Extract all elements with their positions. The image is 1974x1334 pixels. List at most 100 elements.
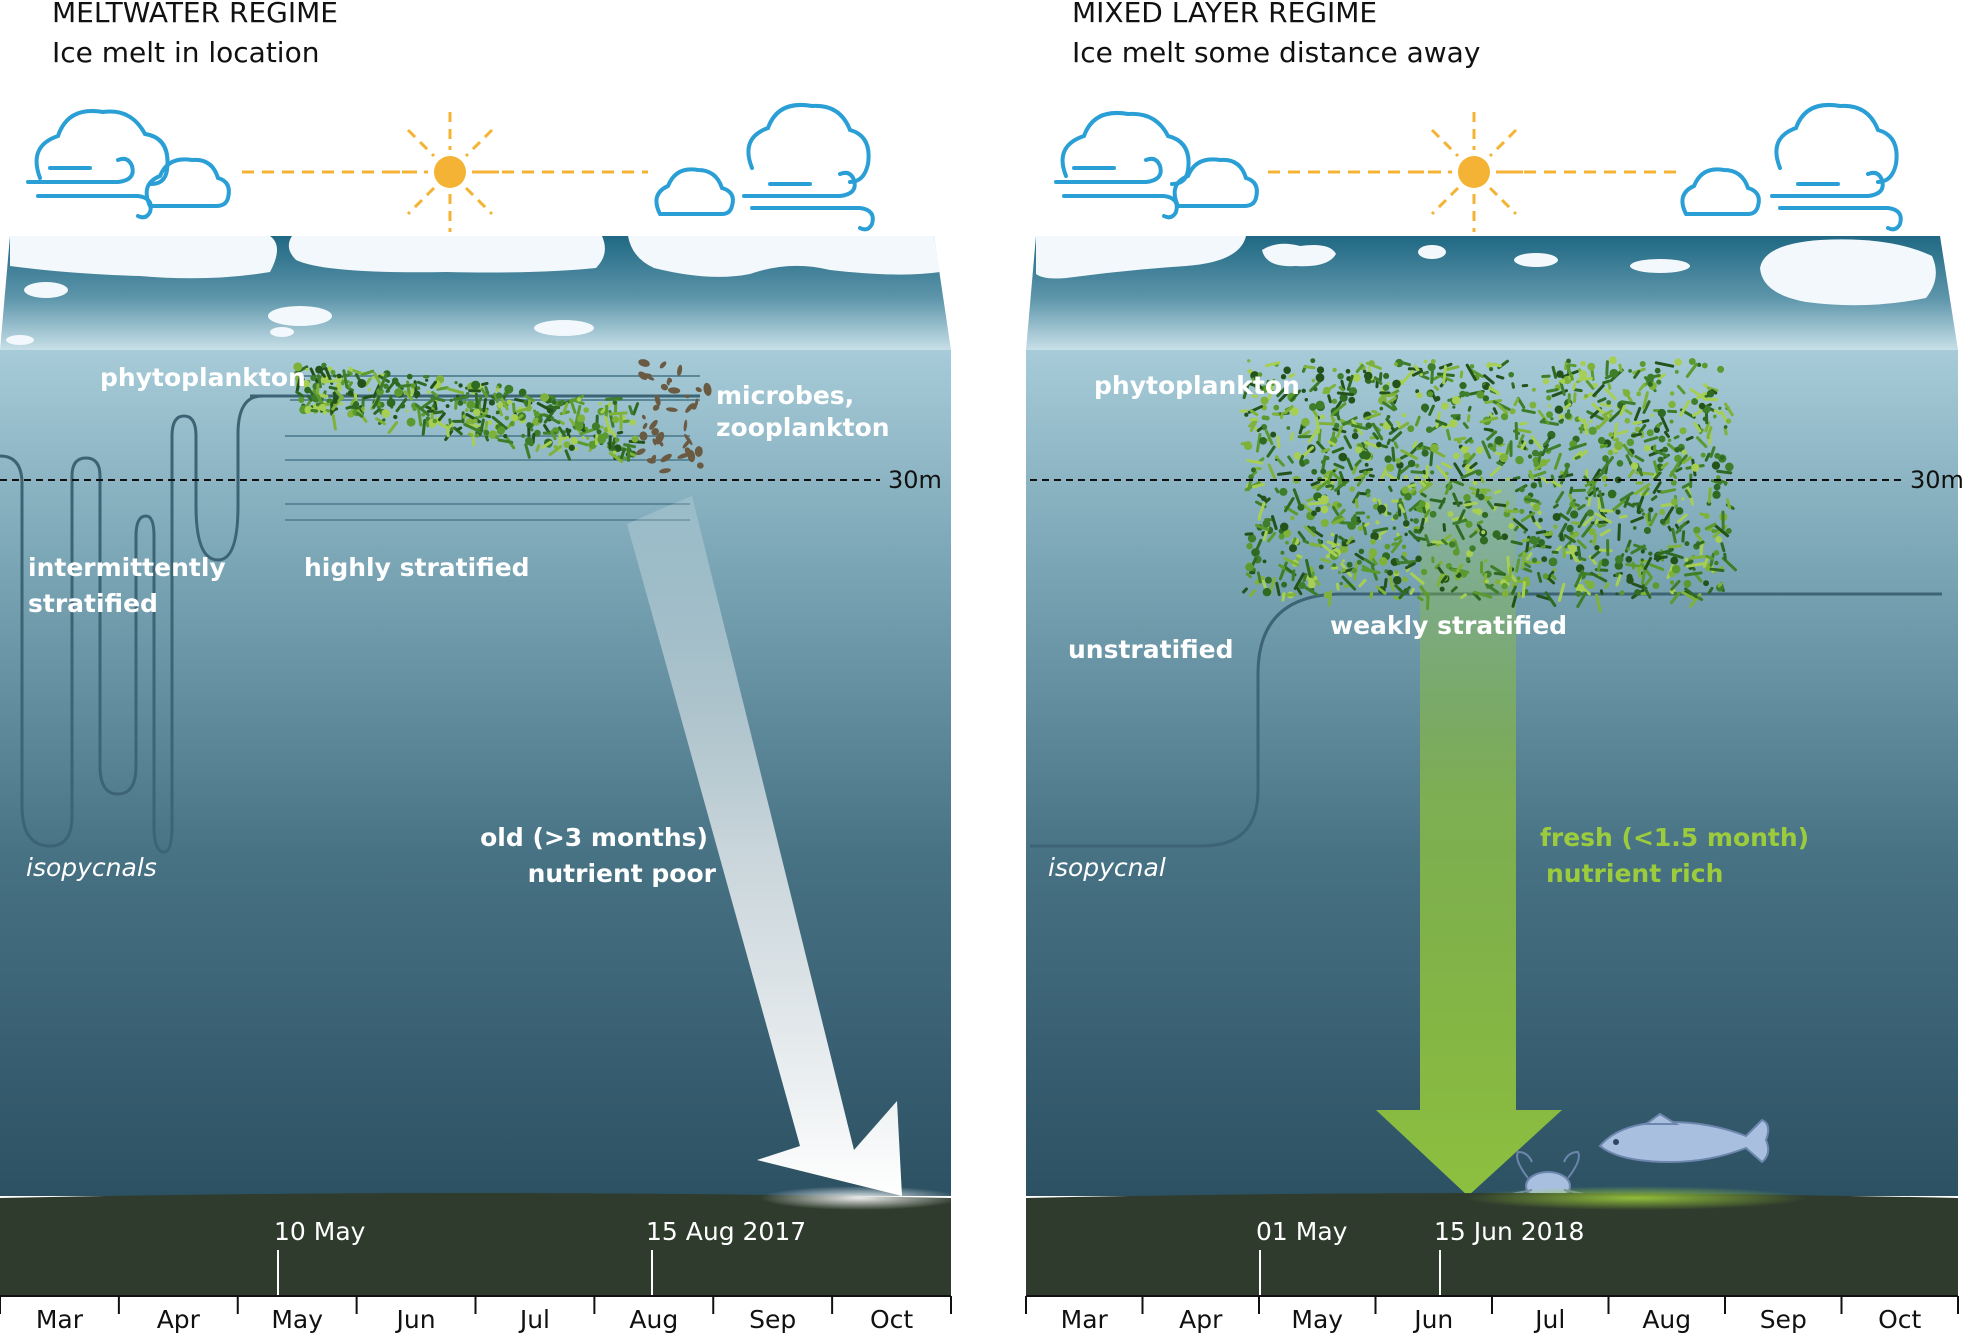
right-phytoplankton-cell — [1617, 523, 1621, 541]
right-month-label: May — [1291, 1305, 1343, 1334]
right-phytoplankton-cell — [1624, 417, 1631, 424]
right-phytoplankton-cell — [1707, 586, 1714, 594]
right-phytoplankton-cell — [1345, 368, 1351, 374]
right-phytoplankton-cell — [1603, 415, 1609, 421]
left-phytoplankton-cell — [302, 380, 311, 388]
right-phytoplankton-cell — [1462, 422, 1469, 429]
right-phytoplankton-cell — [1415, 475, 1427, 489]
left-phytoplankton-cell — [535, 444, 541, 453]
right-phytoplankton-cell — [1245, 563, 1254, 572]
right-phytoplankton-cell — [1249, 571, 1256, 575]
right-phytoplankton-cell — [1536, 594, 1552, 601]
right-phytoplankton-cell — [1485, 583, 1500, 594]
right-phytoplankton-cell — [1519, 508, 1525, 514]
right-phytoplankton-cell — [1529, 535, 1538, 545]
right-phytoplankton-cell — [1246, 458, 1263, 465]
right-phytoplankton-cell — [1415, 555, 1422, 563]
right-phytoplankton-cell — [1656, 423, 1661, 429]
microbe-cell — [654, 394, 661, 406]
right-phytoplankton-cell — [1355, 363, 1364, 374]
right-phytoplankton-cell — [1308, 577, 1315, 585]
right-phytoplankton-cell — [1684, 587, 1698, 599]
right-phytoplankton-cell — [1533, 470, 1547, 478]
right-phytoplankton-cell — [1440, 575, 1448, 584]
left-phytoplankton-cell — [558, 436, 570, 442]
left-phytoplankton-cell — [361, 369, 375, 377]
microbe-cell — [652, 438, 657, 446]
right-phytoplankton-cell — [1481, 511, 1489, 519]
right-phytoplankton-cell — [1694, 540, 1705, 547]
left-phytoplankton-cell — [496, 427, 505, 435]
right-phytoplankton-cell — [1477, 493, 1485, 501]
right-phytoplankton-cell — [1523, 530, 1527, 534]
right-phytoplankton-cell — [1685, 435, 1694, 442]
right-phytoplankton-cell — [1466, 453, 1476, 464]
right-phytoplankton-cell — [1710, 478, 1722, 485]
right-phytoplankton-cell — [1513, 397, 1520, 407]
right-phytoplankton-cell — [1339, 581, 1343, 586]
left-phytoplankton-cell — [429, 380, 437, 389]
right-phytoplankton-cell — [1452, 405, 1456, 409]
left-phytoplankton-cell — [467, 432, 474, 437]
right-phytoplankton-cell — [1496, 461, 1504, 467]
right-phytoplankton-cell — [1600, 456, 1614, 473]
right-phytoplankton-cell — [1523, 562, 1532, 569]
right-phytoplankton-cell — [1351, 423, 1369, 431]
microbes-label-1: microbes, — [716, 381, 854, 410]
left-phytoplankton-label: phytoplankton — [100, 363, 306, 392]
left-phytoplankton-cell — [381, 409, 391, 418]
right-phytoplankton-cell — [1632, 526, 1637, 530]
fresh-export-label-1: fresh (<1.5 month) — [1540, 823, 1809, 852]
right-phytoplankton-cell — [1704, 421, 1711, 433]
right-phytoplankton-cell — [1564, 462, 1571, 469]
right-phytoplankton-cell — [1592, 533, 1598, 546]
right-phytoplankton-cell — [1674, 446, 1681, 453]
left-month-label: Oct — [870, 1305, 913, 1334]
left-phytoplankton-cell — [504, 415, 510, 421]
right-phytoplankton-cell — [1376, 441, 1382, 448]
right-phytoplankton-cell — [1353, 514, 1357, 518]
right-phytoplankton-cell — [1359, 467, 1374, 474]
right-phytoplankton-cell — [1393, 595, 1401, 601]
right-phytoplankton-cell — [1513, 518, 1529, 532]
right-phytoplankton-cell — [1331, 517, 1346, 525]
right-phytoplankton-cell — [1388, 485, 1393, 493]
left-phytoplankton-cell — [438, 422, 451, 430]
right-phytoplankton-cell — [1676, 384, 1686, 395]
right-phytoplankton-cell — [1368, 473, 1375, 478]
right-phytoplankton-cell — [1393, 441, 1399, 449]
right-phytoplankton-cell — [1677, 513, 1688, 524]
right-phytoplankton-cell — [1242, 587, 1248, 594]
right-phytoplankton-cell — [1541, 556, 1548, 563]
right-phytoplankton-cell — [1481, 440, 1492, 459]
left-phytoplankton-cell — [568, 444, 575, 451]
right-phytoplankton-cell — [1624, 539, 1632, 553]
right-phytoplankton-cell — [1392, 379, 1401, 389]
right-phytoplankton-cell — [1438, 560, 1443, 565]
left-phytoplankton-cell — [596, 429, 602, 435]
right-phytoplankton-cell — [1332, 563, 1337, 568]
right-phytoplankton-cell — [1652, 460, 1660, 475]
right-phytoplankton-cell — [1418, 482, 1433, 494]
left-phytoplankton-cell — [305, 367, 309, 372]
right-phytoplankton-cell — [1274, 487, 1280, 494]
left-phytoplankton-cell — [352, 369, 364, 375]
left-phytoplankton-cell — [569, 394, 585, 403]
left-month-label: Mar — [36, 1305, 84, 1334]
right-phytoplankton-cell — [1271, 412, 1280, 417]
cloud-icon — [144, 157, 231, 208]
left-phytoplankton-cell — [416, 380, 427, 387]
left-phytoplankton-cell — [509, 421, 515, 427]
right-phytoplankton-cell — [1494, 436, 1504, 445]
right-phytoplankton-cell — [1620, 400, 1636, 406]
intermittently-label-2: stratified — [28, 589, 158, 618]
right-phytoplankton-cell — [1311, 378, 1316, 383]
left-date-1: 10 May — [274, 1217, 366, 1246]
microbe-cell — [641, 414, 646, 420]
right-phytoplankton-cell — [1337, 502, 1342, 508]
right-phytoplankton-cell — [1596, 560, 1603, 572]
right-phytoplankton-cell — [1586, 509, 1594, 517]
left-phytoplankton-cell — [493, 392, 499, 404]
right-phytoplankton-cell — [1693, 421, 1702, 433]
left-phytoplankton-cell — [478, 414, 486, 419]
